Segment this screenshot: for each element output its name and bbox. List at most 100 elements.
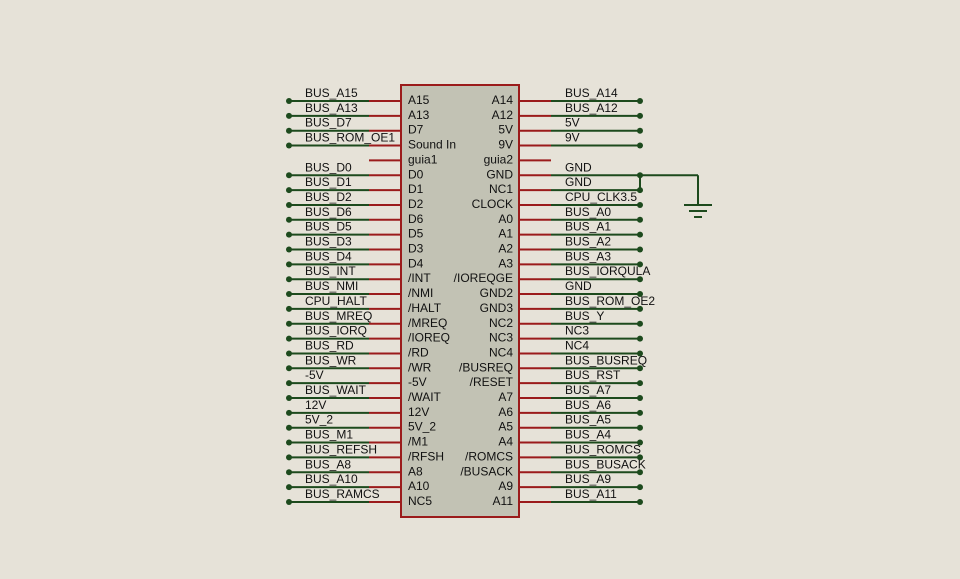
junction-dot-bus-d2[interactable] xyxy=(286,201,292,208)
junction-dot-bus-a6[interactable] xyxy=(637,409,643,416)
pin-label-a15: A15 xyxy=(408,93,430,107)
junction-dot-bus-a5[interactable] xyxy=(637,424,643,431)
net-label-bus-a10: BUS_A10 xyxy=(305,472,358,486)
net-label-bus-mreq: BUS_MREQ xyxy=(305,309,372,323)
junction-dot-bus-a15[interactable] xyxy=(286,98,292,104)
junction-dot-bus-iorqula[interactable] xyxy=(637,276,643,283)
junction-dot-bus-a13[interactable] xyxy=(286,112,292,119)
junction-dot-bus-int[interactable] xyxy=(286,276,292,283)
net-label-bus-a3: BUS_A3 xyxy=(565,249,611,263)
junction-dot-bus-a10[interactable] xyxy=(286,484,292,491)
junction-dot-5v[interactable] xyxy=(637,127,643,134)
junction-dot-bus-d6[interactable] xyxy=(286,216,292,223)
junction-dot-bus-rom-oe2[interactable] xyxy=(637,305,643,312)
pin-label-nc1: NC1 xyxy=(489,182,513,196)
junction-dot-cpu-halt[interactable] xyxy=(286,305,292,312)
net-label-bus-y: BUS_Y xyxy=(565,309,604,323)
junction-dot-bus-a11[interactable] xyxy=(637,498,643,505)
net-label-bus-a7: BUS_A7 xyxy=(565,383,611,397)
junction-dot-nc4[interactable] xyxy=(637,350,643,357)
junction-dot-bus-rom-oe1[interactable] xyxy=(286,142,292,149)
junction-dot-bus-ramcs[interactable] xyxy=(286,498,292,505)
junction-dot-bus-wr[interactable] xyxy=(286,365,292,372)
junction-dot-bus-a14[interactable] xyxy=(637,98,643,104)
pin-label-busreq: /BUSREQ xyxy=(459,360,513,374)
net-label-bus-a12: BUS_A12 xyxy=(565,101,618,115)
pin-label-gnd3: GND3 xyxy=(480,301,514,315)
junction-dot-bus-a1[interactable] xyxy=(637,231,643,238)
net-label-bus-a8: BUS_A8 xyxy=(305,457,351,471)
junction-dot-bus-d1[interactable] xyxy=(286,187,292,194)
pin-label-ioreq: /IOREQ xyxy=(408,331,450,345)
junction-dot-12v[interactable] xyxy=(286,409,292,416)
net-label-bus-d5: BUS_D5 xyxy=(305,220,352,234)
pin-label-nc2: NC2 xyxy=(489,316,513,330)
pin-label-a14: A14 xyxy=(492,93,514,107)
junction-dot-bus-a4[interactable] xyxy=(637,439,643,446)
pin-label-halt: /HALT xyxy=(408,301,442,315)
junction-dot-bus-mreq[interactable] xyxy=(286,320,292,327)
junction-dot-bus-busack[interactable] xyxy=(637,469,643,476)
junction-dot-bus-nmi[interactable] xyxy=(286,291,292,298)
junction-dot-bus-a0[interactable] xyxy=(637,216,643,223)
net-label-bus-a15: BUS_A15 xyxy=(305,86,358,100)
net-label-gnd: GND xyxy=(565,279,592,293)
pin-label-gnd2: GND2 xyxy=(480,286,514,300)
junction-dot-bus-rd[interactable] xyxy=(286,350,292,357)
junction-dot-bus-a9[interactable] xyxy=(637,484,643,491)
junction-dot-bus-d4[interactable] xyxy=(286,261,292,268)
pin-label-a2: A2 xyxy=(498,242,513,256)
pin-label-a12: A12 xyxy=(492,108,514,122)
junction-dot-bus-romcs[interactable] xyxy=(637,454,643,461)
junction-dot-bus-d0[interactable] xyxy=(286,172,292,179)
junction-dot-5v-2[interactable] xyxy=(286,424,292,431)
pin-label-d1: D1 xyxy=(408,182,424,196)
junction-dot-bus-d5[interactable] xyxy=(286,231,292,238)
pin-label-d4: D4 xyxy=(408,256,424,270)
net-label-bus-a13: BUS_A13 xyxy=(305,101,358,115)
junction-dot-bus-m1[interactable] xyxy=(286,439,292,446)
junction-dot-bus-a3[interactable] xyxy=(637,261,643,268)
pin-label-a3: A3 xyxy=(498,256,513,270)
net-label-bus-a4: BUS_A4 xyxy=(565,428,611,442)
junction-dot-bus-y[interactable] xyxy=(637,320,643,327)
junction-dot-bus-refsh[interactable] xyxy=(286,454,292,461)
net-label-bus-rom-oe1: BUS_ROM_OE1 xyxy=(305,131,395,145)
ground-symbol[interactable] xyxy=(639,174,712,218)
net-label-bus-a11: BUS_A11 xyxy=(565,487,617,501)
net-label-bus-rom-oe2: BUS_ROM_OE2 xyxy=(565,294,655,308)
pin-label-nmi: /NMI xyxy=(408,286,433,300)
net-label-gnd: GND xyxy=(565,175,592,189)
junction-dot-9v[interactable] xyxy=(637,142,643,149)
pin-label-5v-2: 5V_2 xyxy=(408,420,436,434)
junction-dot-5v[interactable] xyxy=(286,380,292,387)
net-label-bus-a1: BUS_A1 xyxy=(565,220,611,234)
junction-dot-bus-rst[interactable] xyxy=(637,380,643,387)
pin-label-d6: D6 xyxy=(408,212,424,226)
junction-dot-bus-busreq[interactable] xyxy=(637,365,643,372)
pin-label-nc4: NC4 xyxy=(489,345,513,359)
pin-label-a4: A4 xyxy=(498,435,513,449)
junction-dot-nc3[interactable] xyxy=(637,335,643,342)
junction-dot-gnd[interactable] xyxy=(637,291,643,298)
net-label-bus-romcs: BUS_ROMCS xyxy=(565,442,641,456)
pin-label-wr: /WR xyxy=(408,360,432,374)
net-label-bus-nmi: BUS_NMI xyxy=(305,279,358,293)
net-label-bus-iorq: BUS_IORQ xyxy=(305,324,367,338)
junction-dot-bus-d7[interactable] xyxy=(286,127,292,134)
pin-label-ioreqge: /IOREQGE xyxy=(454,271,513,285)
junction-dot-bus-a2[interactable] xyxy=(637,246,643,253)
pin-label-9v: 9V xyxy=(498,138,513,152)
junction-dot-bus-a12[interactable] xyxy=(637,112,643,119)
junction-dot-bus-iorq[interactable] xyxy=(286,335,292,342)
junction-dot-bus-a8[interactable] xyxy=(286,469,292,476)
junction-dot-bus-wait[interactable] xyxy=(286,395,292,401)
net-label-bus-refsh: BUS_REFSH xyxy=(305,442,377,456)
pin-label-guia1: guia1 xyxy=(408,152,438,166)
junction-dot-cpu-clk3-5[interactable] xyxy=(637,201,643,208)
component-body[interactable] xyxy=(400,84,520,518)
pin-label-a5: A5 xyxy=(498,420,513,434)
junction-dot-bus-a7[interactable] xyxy=(637,395,643,401)
junction-dot-bus-d3[interactable] xyxy=(286,246,292,253)
net-label-bus-a0: BUS_A0 xyxy=(565,205,611,219)
